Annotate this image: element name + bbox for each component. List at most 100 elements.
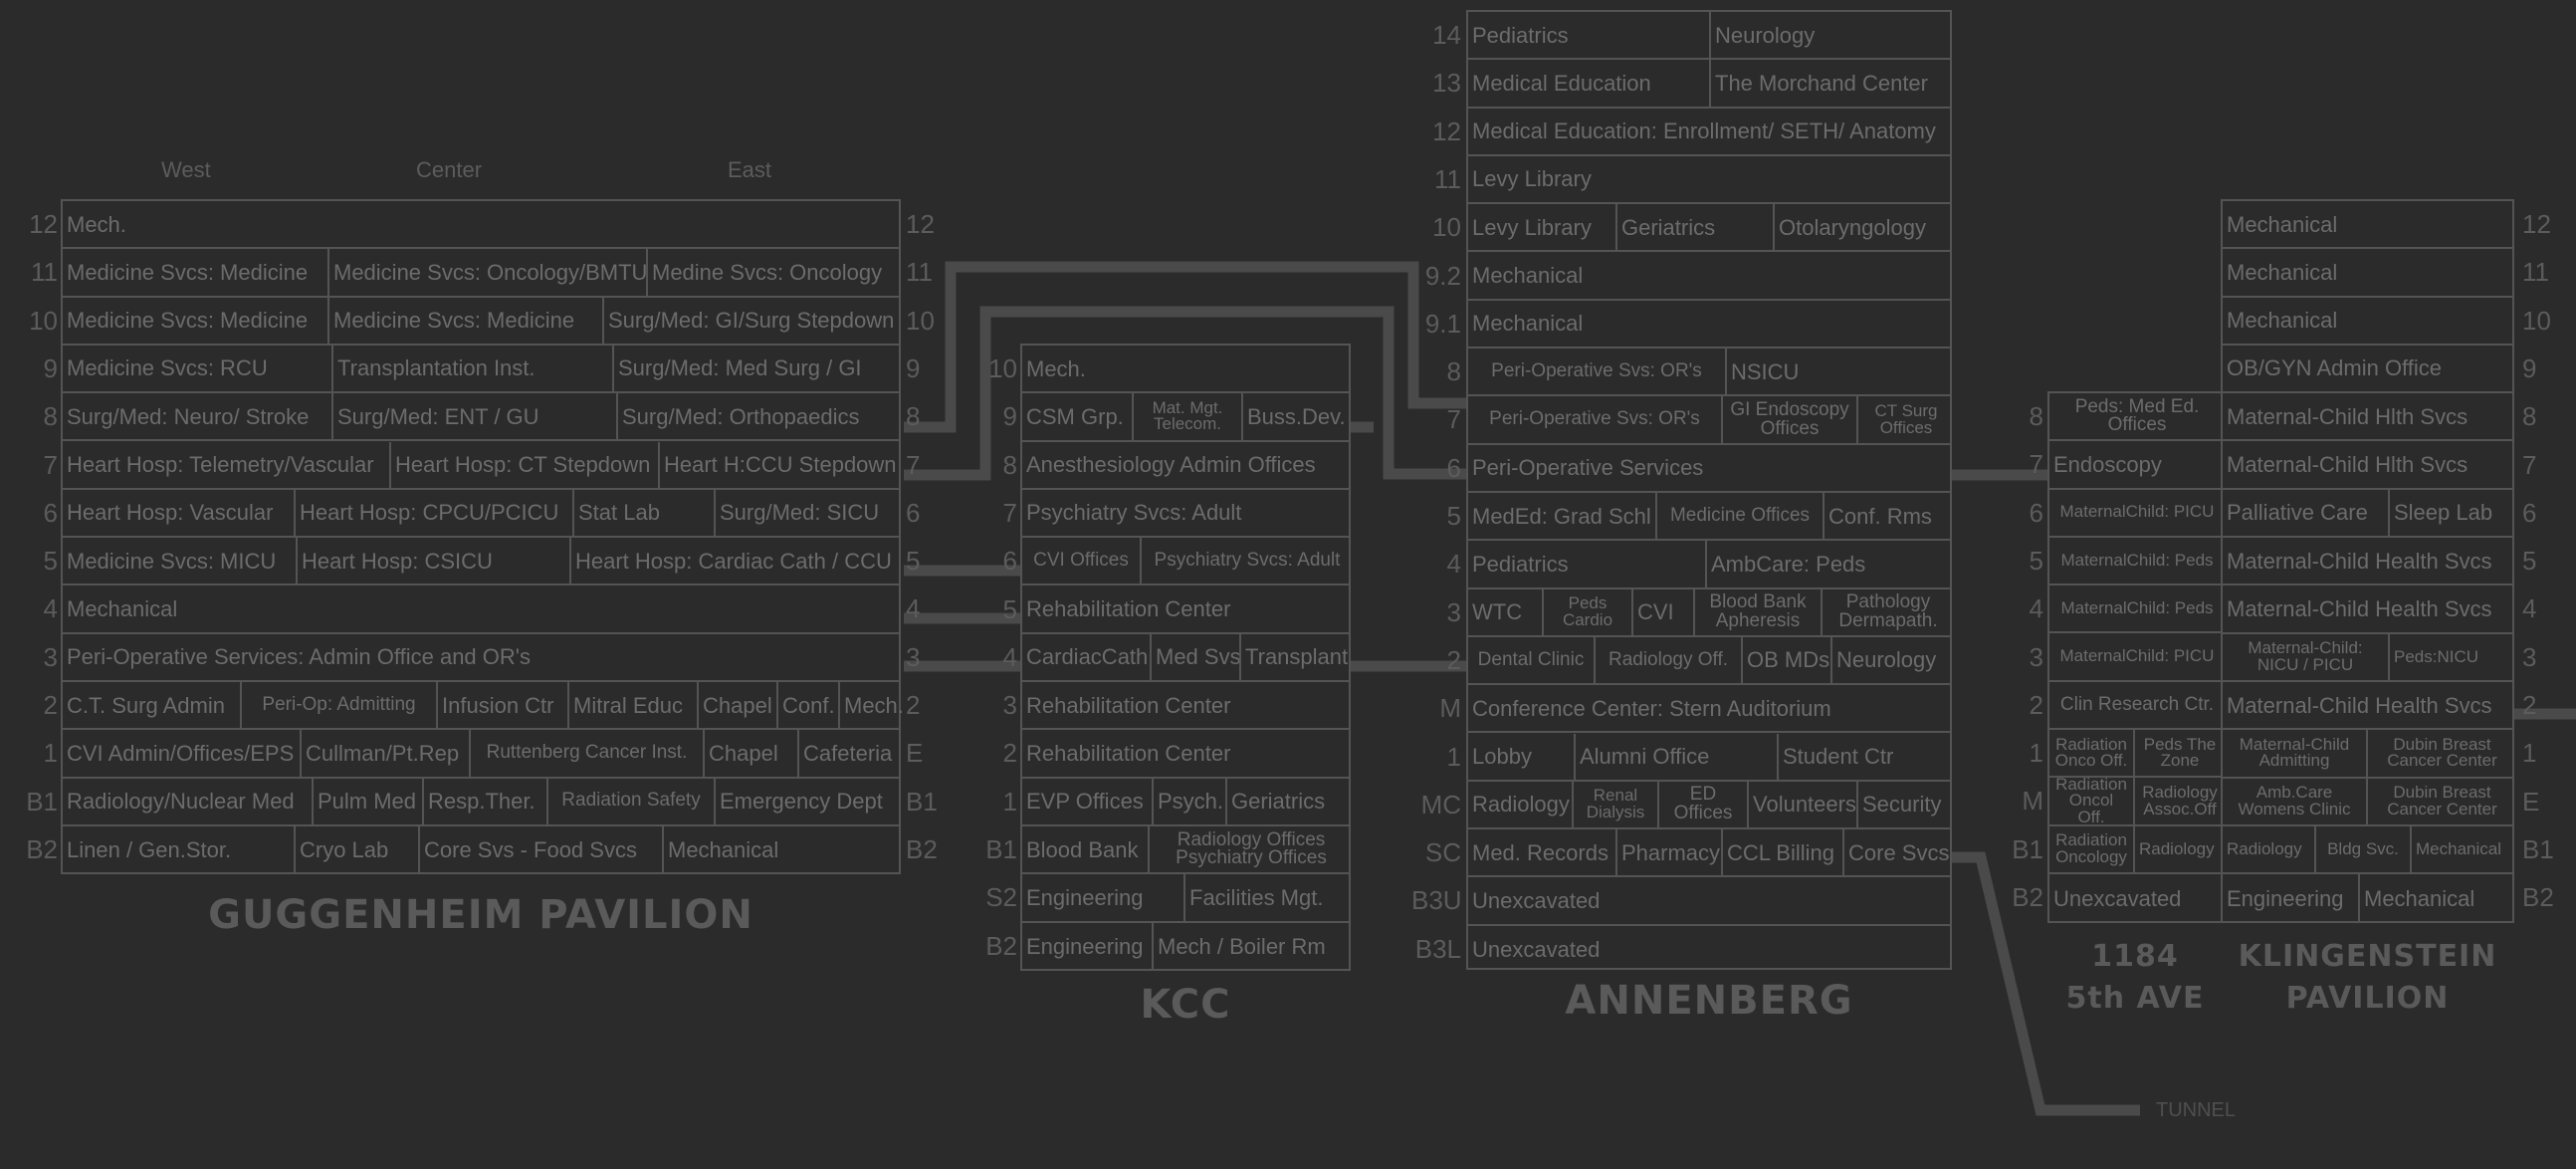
gug-department-cell: Conf. <box>778 682 840 729</box>
kcc-department-cell: Anesthesiology Admin Offices <box>1026 452 1316 478</box>
ann-department-cell: Levy Library <box>1468 204 1617 251</box>
kcc-floor-row: Psychiatry Svcs: Adult <box>1022 490 1349 539</box>
gug-department-cell: Heart Hosp: CSICU <box>298 538 571 584</box>
gug-department-cell: Medicine Svcs: MICU <box>63 538 298 584</box>
kling-department-cell: Maternal-Child Hlth Svcs <box>2227 452 2469 478</box>
kling-floor-row: Maternal-Child Health Svcs <box>2223 538 2512 586</box>
floor-label: 5 <box>1002 593 1017 624</box>
ann-floor-row: Unexcavated <box>1468 926 1950 974</box>
floor-label: B1 <box>2012 833 2043 864</box>
ann-department-cell: Conference Center: Stern Auditorium <box>1472 695 1831 721</box>
klingenstein-title-line2: PAVILION <box>2285 981 2450 1016</box>
fifth-department-cell: Radiology <box>2139 838 2215 858</box>
ann-department-cell: Peds Cardio <box>1544 588 1633 635</box>
gug-department-cell: Medicine Svcs: Medicine <box>329 297 604 344</box>
kcc-department-cell: Mech. <box>1026 355 1086 381</box>
gug-department-cell: Peri-Op: Admitting <box>242 682 438 729</box>
gug-department-cell: Heart Hosp: Vascular <box>63 489 296 537</box>
kling-department-cell: Bldg Svc. <box>2316 825 2412 873</box>
floor-label: 5 <box>43 546 58 577</box>
floor-label: 1 <box>2522 738 2537 769</box>
ann-department-cell: CCL Billing <box>1723 829 1844 876</box>
kling-floor-row: Maternal-Child Admitting Dubin Breast Can… <box>2223 730 2512 779</box>
kling-department-cell: Dubin Breast Cancer Center <box>2387 734 2497 771</box>
floor-label: 4 <box>2522 593 2537 624</box>
gug-department-cell: Medicine Svcs: RCU <box>63 345 333 392</box>
fifth-floor-row: Unexcavated <box>2049 874 2221 922</box>
gug-department-cell: Linen / Gen.Stor. <box>63 825 296 875</box>
ann-floor-row: Mechanical <box>1468 301 1950 350</box>
kcc-department-cell: CSM Grp. <box>1022 393 1134 440</box>
bridge-guggenheim-annenberg-7 <box>904 306 1466 481</box>
ann-department-cell: Mechanical <box>1472 311 1584 337</box>
kling-department-cell: Palliative Care <box>2223 489 2390 537</box>
fifth-floor-row: Peds: Med Ed. Offices <box>2049 393 2221 442</box>
gug-department-cell: Radiation Safety <box>548 778 716 824</box>
ann-department-cell: AmbCare: Peds <box>1711 551 1866 577</box>
kcc-grid: Mech.CSM Grp.Mat. Mgt. Telecom.Buss.Dev.… <box>1020 344 1351 971</box>
floor-label: 1 <box>43 738 58 769</box>
floor-label: 2 <box>1002 738 1017 769</box>
kling-department-cell: Sleep Lab <box>2394 500 2493 526</box>
ann-department-cell: Volunteers <box>1749 781 1858 828</box>
floor-label: 5 <box>906 546 921 577</box>
gug-department-cell: Surg/Med: ENT / GU <box>333 393 618 440</box>
ann-floor-row: Unexcavated <box>1468 877 1950 926</box>
ann-department-cell: ED Offices <box>1659 781 1749 828</box>
floor-label: B1 <box>2522 833 2554 864</box>
gug-department-cell: Radiology/Nuclear Med <box>63 778 314 824</box>
gug-department-cell: Transplantation Inst. <box>333 345 614 392</box>
kcc-department-cell: Blood Bank <box>1022 826 1150 873</box>
gug-department-cell: Chapel <box>699 682 778 729</box>
floor-label: B2 <box>2012 882 2043 912</box>
fifth-floor-row: Radiation Oncol Off.Radiology Assoc.Off <box>2049 778 2221 826</box>
fifth-department-cell: Radiology Assoc.Off <box>2142 782 2218 818</box>
kling-department-cell: Maternal-Child Hlth Svcs <box>2227 403 2469 429</box>
fifth-department-cell: Radiation Oncology <box>2049 825 2135 872</box>
gug-department-cell: Chapel <box>705 730 799 777</box>
ann-department-cell: Peri-Operative Services <box>1472 455 1704 481</box>
gug-floor-row: Peri-Operative Services: Admin Office an… <box>63 634 899 682</box>
kcc-department-cell: CVI Offices <box>1022 538 1142 584</box>
floor-label: 2 <box>43 690 58 720</box>
floor-label: 1 <box>1002 786 1017 817</box>
gug-department-cell: Heart H:CCU Stepdown <box>664 452 897 478</box>
kcc-department-cell: Buss.Dev. <box>1247 403 1346 429</box>
floor-label: 10 <box>29 305 58 336</box>
floor-label: 7 <box>1002 497 1017 528</box>
floor-label: 11 <box>31 257 58 288</box>
floor-label: 8 <box>43 401 58 432</box>
kling-floor-row: Maternal-Child Health Svcs <box>2223 682 2512 731</box>
gug-department-cell: Heart Hosp: Telemetry/Vascular <box>63 441 391 488</box>
floor-label: 8 <box>2522 401 2537 432</box>
floor-label: 2 <box>2522 690 2537 720</box>
gug-department-cell: Pulm Med <box>314 778 424 824</box>
fifth-department-cell: MaternalChild: Peds <box>2060 550 2214 570</box>
kcc-department-cell: Rehabilitation Center <box>1026 596 1231 622</box>
gug-department-cell: Mechanical <box>668 837 779 863</box>
ann-department-cell: Medical Education <box>1468 60 1711 107</box>
ann-department-cell: CT Surg Offices <box>1874 400 1938 437</box>
floor-label: MC <box>1420 789 1461 819</box>
kling-department-cell: Maternal-Child Admitting <box>2223 730 2368 777</box>
klingenstein-title: KLINGENSTEIN PAVILION <box>2221 936 2514 1020</box>
kling-floor-row: Mechanical <box>2223 249 2512 298</box>
floor-label: B2 <box>985 930 1017 961</box>
floor-label: 8 <box>2029 401 2043 431</box>
guggenheim-title: GUGGENHEIM PAVILION <box>208 892 753 938</box>
floor-label: 9 <box>43 352 58 383</box>
floor-label: 12 <box>906 209 935 239</box>
floor-label: M <box>2022 786 2043 817</box>
